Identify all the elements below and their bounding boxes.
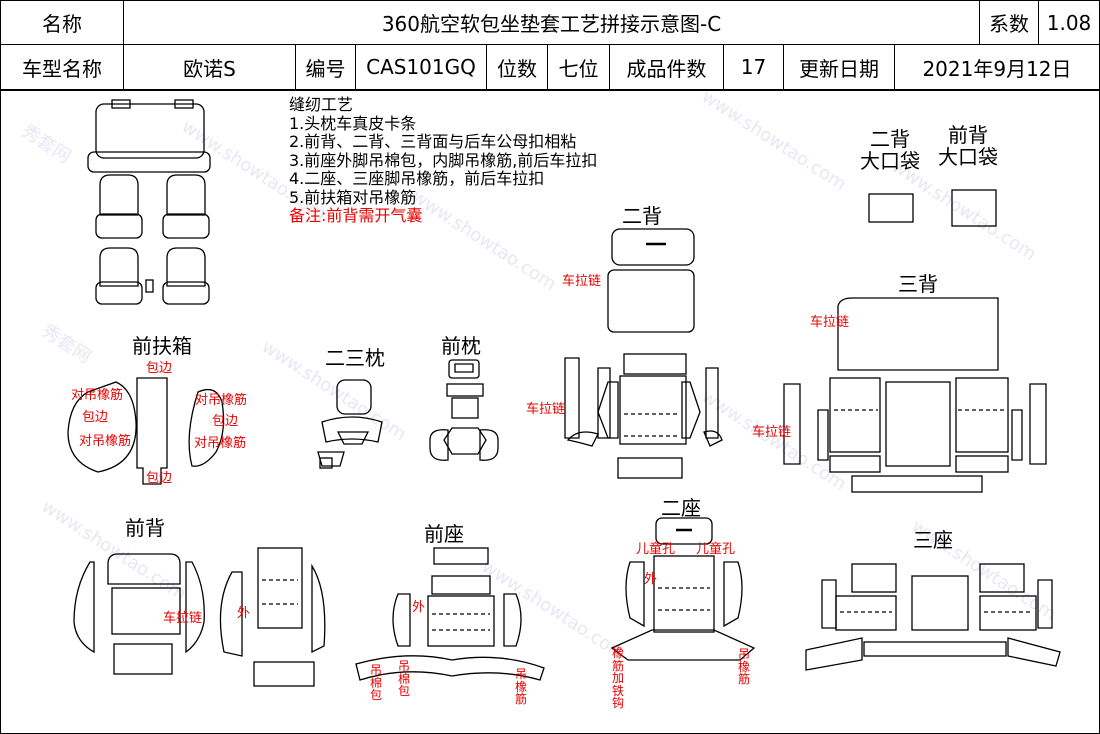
third-back-pattern — [783, 297, 1047, 493]
front-back-pattern — [73, 547, 326, 687]
seats-label: 位数 — [486, 44, 548, 90]
process-line: 4.二座、三座脚吊橡筋，前后车拉扣 — [289, 169, 545, 188]
note-hang-elastic: 吊橡筋 — [514, 667, 527, 707]
note-outer: 外 — [644, 572, 658, 587]
note-zipper: 车拉链 — [163, 611, 203, 626]
note-outer: 外 — [237, 606, 251, 621]
label-front-pillow: 前枕 — [441, 334, 481, 358]
process-line: 2.前背、二背、三背面与后车公母扣相粘 — [289, 132, 577, 151]
process-line: 1.头枕车真皮卡条 — [289, 113, 417, 133]
note-zipper: 车拉链 — [562, 274, 602, 289]
note-elastic-hook: 橡筋加铁钩 — [611, 646, 624, 711]
process-notes: 缝纫工艺 1.头枕车真皮卡条 2.前背、二背、三背面与后车公母扣相粘 3.前座外… — [289, 95, 598, 226]
overview-thumbnail — [87, 99, 211, 305]
coef-label: 系数 — [979, 0, 1039, 45]
note-hang: 对吊橡筋 — [194, 436, 247, 451]
note-bian: 包边 — [212, 414, 239, 429]
model-value: 欧诺S — [123, 44, 296, 90]
code-value: CAS101GQ — [355, 44, 487, 90]
label-pillow-23: 二三枕 — [325, 346, 385, 370]
note-zipper: 车拉链 — [526, 402, 566, 417]
second-seat-pattern — [610, 517, 756, 661]
third-seat-pattern — [805, 563, 1061, 671]
date-label: 更新日期 — [783, 44, 895, 90]
process-title: 缝纫工艺 — [289, 95, 354, 114]
note-hang-elastic: 吊橡筋 — [737, 647, 750, 687]
front-armrest-pattern — [67, 377, 225, 485]
model-label: 车型名称 — [0, 44, 124, 90]
process-note: 备注:前背需开气囊 — [289, 206, 423, 225]
label-second-back: 二背 — [622, 204, 662, 228]
note-hang: 对吊橡筋 — [71, 388, 124, 403]
second-back-pattern — [564, 228, 723, 479]
process-line: 5.前扶箱对吊橡筋 — [289, 187, 417, 207]
pieces-label: 成品件数 — [609, 44, 724, 90]
label-third-seat: 三座 — [913, 528, 953, 552]
label-front-armrest: 前扶箱 — [132, 334, 192, 358]
pocket-patterns — [868, 189, 997, 227]
note-hang-cotton: 吊棉包 — [397, 659, 410, 699]
label-front-seat: 前座 — [424, 522, 464, 546]
front-pillow-pattern — [429, 359, 499, 461]
note-child-hole: 儿童孔 — [696, 542, 736, 557]
label-third-back: 三背 — [898, 272, 938, 296]
process-line: 3.前座外脚吊棉包，内脚吊橡筋,前后车拉扣 — [289, 150, 598, 170]
note-bian: 包边 — [146, 471, 173, 486]
note-bian: 包边 — [82, 410, 109, 425]
label-bag-second: 二背 大口袋 — [860, 127, 920, 173]
pillow-23-pattern — [317, 379, 383, 469]
note-hang: 对吊橡筋 — [195, 393, 248, 408]
label-bag-front: 前背 大口袋 — [938, 123, 998, 169]
note-zipper: 车拉链 — [810, 315, 850, 330]
note-zipper: 车拉链 — [752, 425, 792, 440]
label-second-seat: 二座 — [661, 496, 701, 520]
note-outer: 外 — [412, 600, 426, 615]
front-seat-pattern — [355, 547, 545, 681]
note-hang-cotton: 吊棉包 — [369, 663, 382, 703]
header-table: 名称 360航空软包坐垫套工艺拼接示意图-C 系数 1.08 车型名称 欧诺S … — [0, 0, 1100, 90]
note-bian: 包边 — [146, 361, 173, 376]
date-value: 2021年9月12日 — [894, 44, 1100, 90]
note-hang: 对吊橡筋 — [79, 434, 132, 449]
note-child-hole: 儿童孔 — [636, 542, 676, 557]
label-front-back: 前背 — [125, 516, 165, 540]
